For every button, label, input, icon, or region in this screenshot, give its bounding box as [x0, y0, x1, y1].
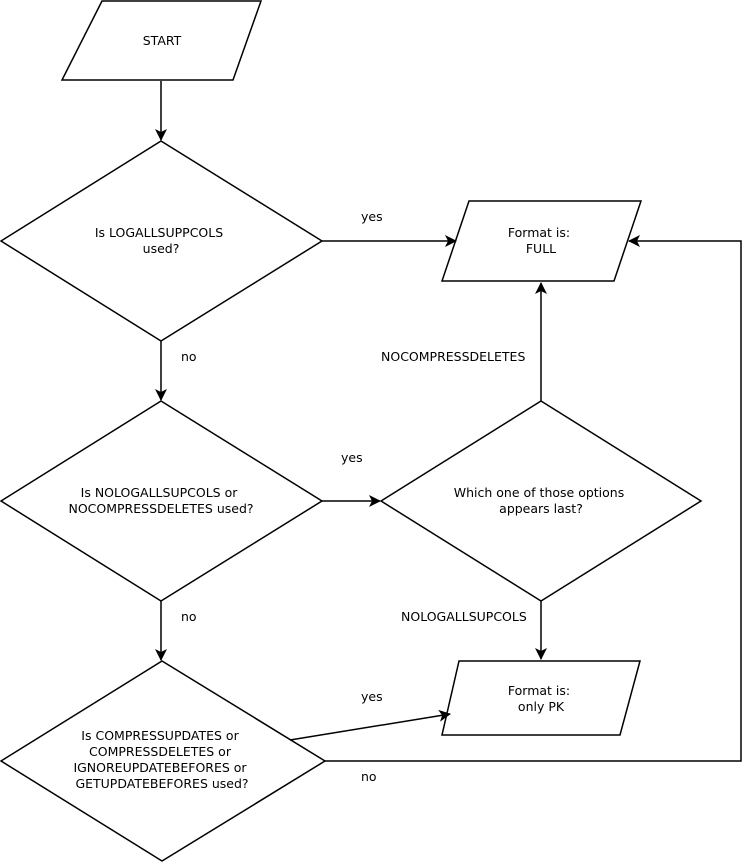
decision-nologallsupcols-label: Is NOLOGALLSUPCOLS or NOCOMPRESSDELETES … — [68, 485, 253, 516]
start-node — [60, 0, 263, 81]
result-format-full-label: Format is: FULL — [508, 225, 574, 256]
decision-compressupdates — [0, 660, 327, 862]
label-q1-no: no — [181, 349, 197, 364]
decision-which-last-label: Which one of those options appears last? — [454, 485, 628, 516]
label-q2-yes: yes — [341, 450, 363, 465]
decision-compressupdates-label: Is COMPRESSUPDATES or COMPRESSDELETES or… — [73, 728, 250, 791]
result-format-full — [440, 200, 643, 282]
decision-logallsuppcols-label: Is LOGALLSUPPCOLS used? — [95, 225, 227, 256]
edge-q3-no — [325, 235, 742, 762]
label-q4-nocompressdeletes: NOCOMPRESSDELETES — [381, 349, 525, 364]
result-format-pk — [441, 660, 641, 736]
edge-q3-yes — [289, 709, 451, 741]
label-q3-no: no — [361, 769, 377, 784]
label-q2-no: no — [181, 609, 197, 624]
start-node-label: START — [143, 33, 182, 48]
label-q4-nologallsupcols: NOLOGALLSUPCOLS — [401, 609, 527, 624]
label-q3-yes: yes — [361, 689, 383, 704]
label-q1-yes: yes — [361, 209, 383, 224]
result-format-pk-label: Format is: only PK — [508, 683, 574, 714]
